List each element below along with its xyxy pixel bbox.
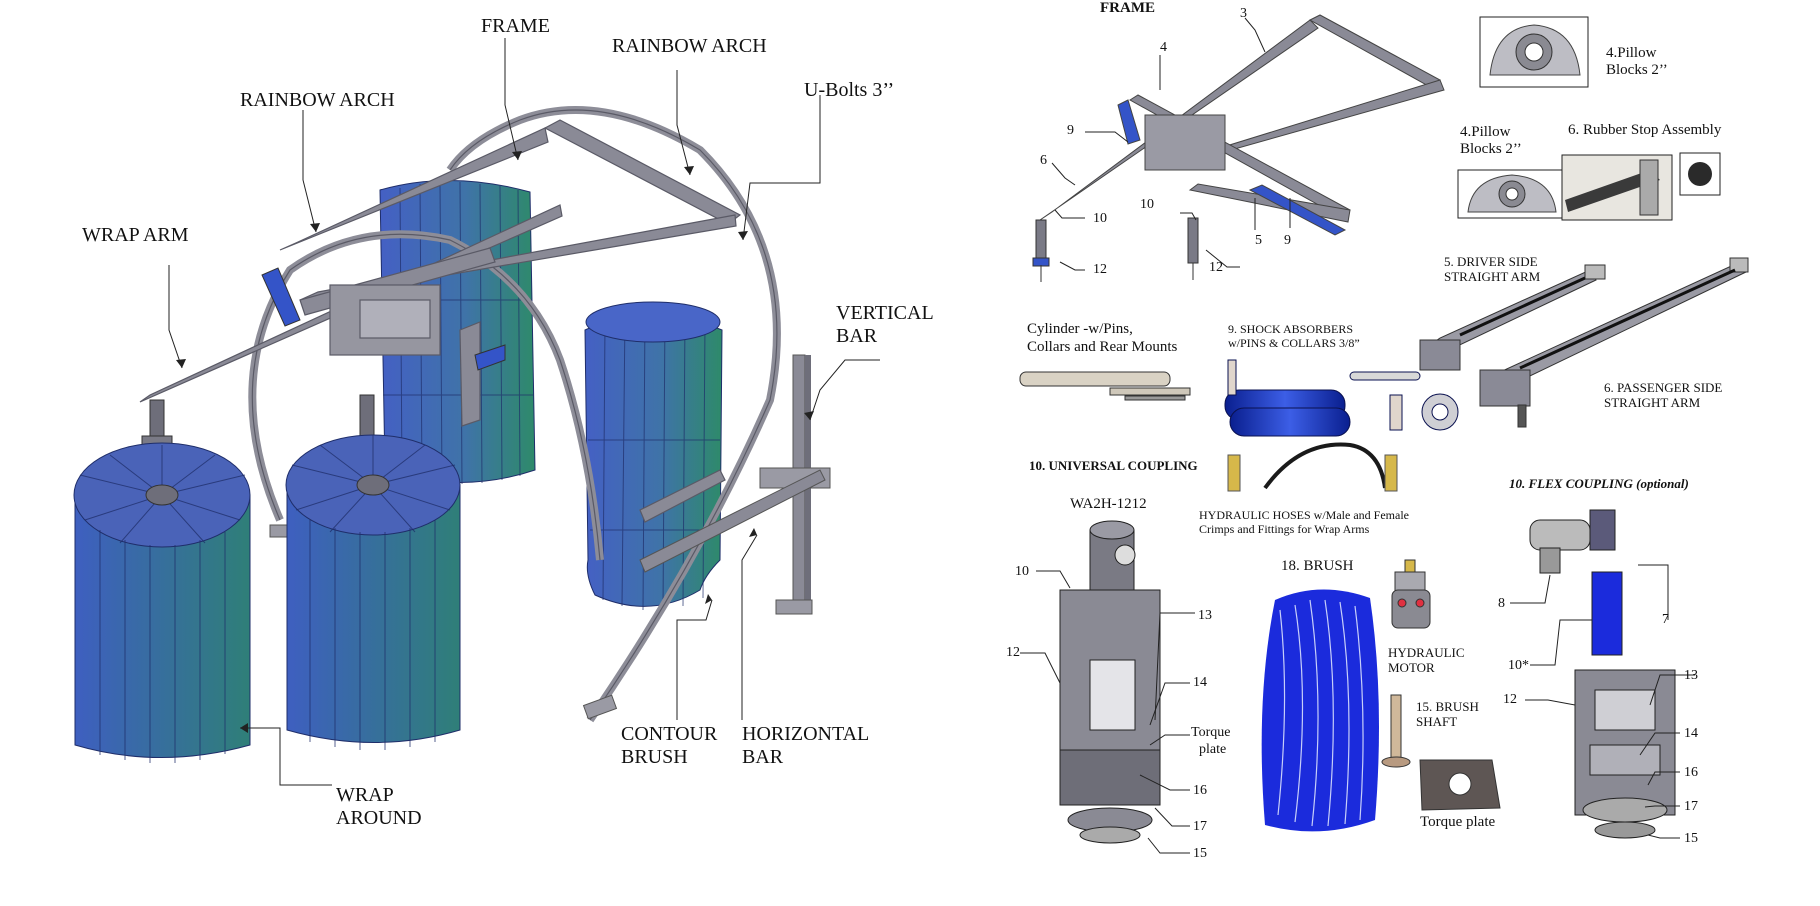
label-shock-absorbers: 9. SHOCK ABSORBERS w/PINS & COLLARS 3/8”	[1228, 322, 1360, 350]
callout-4: 4	[1160, 40, 1167, 55]
label-hydraulic-hoses: HYDRAULIC HOSES w/Male and Female Crimps…	[1199, 508, 1409, 536]
label-brush-shaft: 15. BRUSH SHAFT	[1416, 699, 1479, 729]
small-frame	[1039, 14, 1445, 236]
label-wrap-arm: WRAP ARM	[82, 224, 189, 246]
blue-brush-image	[1261, 589, 1379, 832]
label-passenger-side-arm: 6. PASSENGER SIDE STRAIGHT ARM	[1604, 380, 1723, 410]
back-brush	[379, 179, 536, 485]
contour-brush	[584, 301, 723, 611]
callout-9b: 9	[1284, 233, 1291, 248]
fc-callout-8: 8	[1498, 596, 1505, 611]
label-rubber-stop: 6. Rubber Stop Assembly	[1568, 122, 1722, 138]
fc-callout-10: 10*	[1508, 658, 1529, 673]
flex-coupling-assembly	[1529, 509, 1676, 839]
fc-callout-15: 15	[1684, 831, 1698, 846]
label-rainbow-arch-top: RAINBOW ARCH	[612, 35, 767, 57]
uc-callout-10: 10	[1015, 564, 1029, 579]
callout-12b: 12	[1209, 260, 1223, 275]
hydraulic-motor-image	[1391, 559, 1431, 629]
fc-callout-7: 7	[1662, 612, 1669, 627]
callout-9a: 9	[1067, 123, 1074, 138]
label-flex-coupling: 10. FLEX COUPLING (optional)	[1509, 476, 1689, 491]
label-brush: 18. BRUSH	[1281, 558, 1354, 574]
callout-10a: 10	[1093, 211, 1107, 226]
fc-callout-16: 16	[1684, 765, 1698, 780]
label-vertical-bar: VERTICAL BAR	[836, 302, 934, 347]
wrap-around-brush-right	[285, 434, 461, 750]
label-torque-plate: Torque plate	[1420, 814, 1496, 830]
fc-callout-17: 17	[1684, 799, 1698, 814]
label-cylinder: Cylinder -w/Pins, Collars and Rear Mount…	[1027, 321, 1178, 355]
callout-5: 5	[1255, 233, 1262, 248]
frame	[139, 119, 742, 523]
uc-callout-17: 17	[1193, 819, 1207, 834]
label-pillow-blocks-top: 4.Pillow Blocks 2’’	[1606, 45, 1668, 78]
label-wrap-around: WRAP AROUND	[336, 784, 422, 829]
uc-callout-14: 14	[1193, 675, 1207, 690]
callout-10b: 10	[1140, 197, 1154, 212]
universal-coupling-assembly	[1059, 520, 1161, 844]
fc-callout-12: 12	[1503, 692, 1517, 707]
callout-6: 6	[1040, 153, 1047, 168]
label-universal-coupling: 10. UNIVERSAL COUPLING	[1029, 458, 1198, 473]
passenger-side-arm	[1479, 257, 1749, 428]
label-hydraulic-motor: HYDRAULIC MOTOR	[1388, 645, 1465, 675]
wrap-around-brush-left	[73, 442, 251, 763]
hydraulic-hose-image	[1227, 442, 1398, 492]
label-frame: FRAME	[481, 15, 550, 37]
label-frame-title: FRAME	[1100, 0, 1155, 16]
universal-coupling-callouts	[1020, 570, 1195, 854]
uc-callout-12: 12	[1006, 645, 1020, 660]
driver-side-arm	[1419, 264, 1606, 371]
fc-callout-14: 14	[1684, 726, 1698, 741]
pillow-block-left-image	[1457, 169, 1567, 219]
label-horizontal-bar: HORIZONTAL BAR	[742, 723, 870, 768]
label-pillow-blocks-left: 4.Pillow Blocks 2’’	[1460, 124, 1522, 157]
uc-callout-15: 15	[1193, 846, 1207, 861]
torque-plate-image	[1419, 759, 1501, 811]
small-frame-legs	[1032, 217, 1199, 282]
cylinder-image	[1019, 371, 1191, 401]
fc-callout-13: 13	[1684, 668, 1698, 683]
callout-3: 3	[1240, 6, 1247, 21]
brush-shaft-image	[1381, 694, 1411, 768]
uc-callout-16: 16	[1193, 783, 1207, 798]
label-driver-side-arm: 5. DRIVER SIDE STRAIGHT ARM	[1444, 254, 1541, 284]
label-contour-brush: CONTOUR BRUSH	[621, 723, 718, 768]
callout-12a: 12	[1093, 262, 1107, 277]
uc-callout-torque-plate: Torque plate	[1191, 725, 1231, 757]
small-frame-callouts	[1051, 17, 1291, 271]
pillow-block-top-image	[1479, 16, 1589, 88]
flex-coupling-callouts	[1510, 564, 1695, 839]
label-u-bolts: U-Bolts 3’’	[804, 79, 895, 101]
label-part-number: WA2H-1212	[1070, 496, 1147, 512]
shock-absorber-image	[1224, 359, 1459, 437]
label-rainbow-arch-left: RAINBOW ARCH	[240, 89, 395, 111]
rubber-stop-image	[1561, 152, 1721, 221]
left-callout-lines	[168, 38, 880, 786]
uc-callout-13: 13	[1198, 608, 1212, 623]
horizontal-bar	[639, 469, 826, 573]
